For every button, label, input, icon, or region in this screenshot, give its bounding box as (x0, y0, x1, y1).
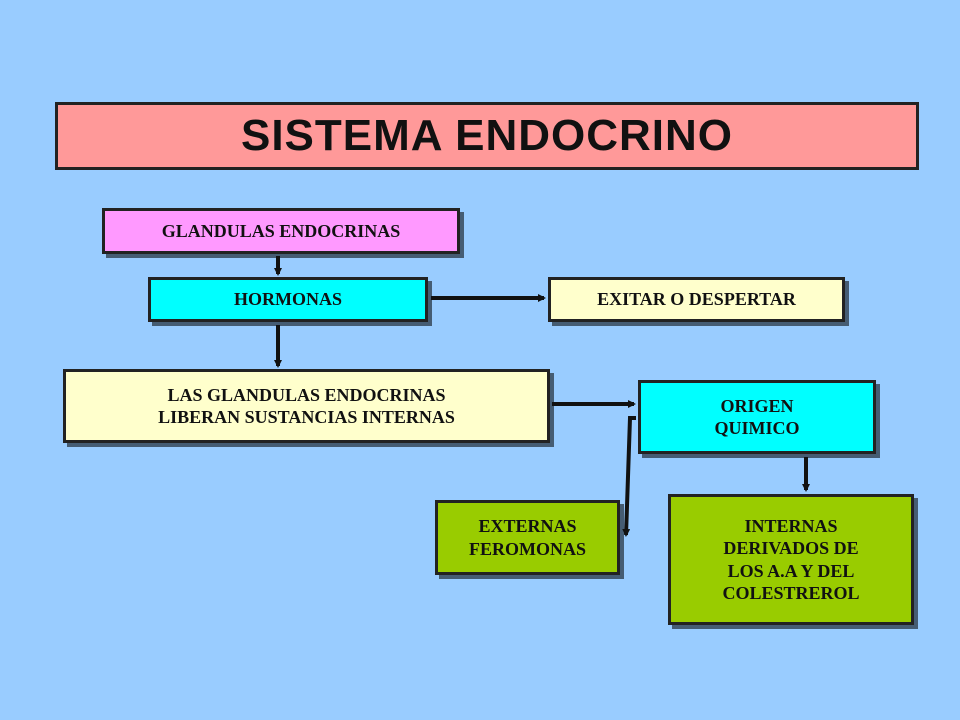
title-box: SISTEMA ENDOCRINO (55, 102, 919, 170)
node-label-line: EXTERNAS (478, 516, 577, 536)
node-label-line: INTERNAS (744, 515, 838, 536)
node-label: GLANDULAS ENDOCRINAS (161, 220, 401, 241)
node-label-line: FEROMONAS (469, 538, 586, 559)
node-liberan-sustancias: LAS GLANDULAS ENDOCRINAS LIBERAN SUSTANC… (63, 369, 550, 443)
node-label-line: ORIGEN (720, 395, 794, 416)
node-exitar-o-despertar: EXITAR O DESPERTAR (548, 277, 845, 322)
node-label-line: LAS GLANDULAS ENDOCRINAS (167, 384, 446, 405)
node-label: EXITAR O DESPERTAR (597, 289, 796, 310)
node-hormonas: HORMONAS (148, 277, 428, 322)
arrow-origen-to-externas (622, 416, 636, 537)
node-glandulas-endocrinas: GLANDULAS ENDOCRINAS (102, 208, 460, 254)
page-title: SISTEMA ENDOCRINO (240, 111, 734, 160)
node-internas-derivados: INTERNAS DERIVADOS DE LOS A.A Y DEL COLE… (668, 494, 914, 625)
node-externas-feromonas: EXTERNAS FEROMONAS (435, 500, 620, 575)
node-label-line: COLESTREROL (722, 583, 860, 603)
node-label: HORMONAS (234, 289, 342, 310)
node-origen-quimico: ORIGEN QUIMICO (638, 380, 876, 454)
node-label-line: LOS A.A Y DEL (727, 560, 855, 581)
node-label-line: LIBERAN SUSTANCIAS INTERNAS (158, 407, 455, 427)
node-label-line: QUIMICO (714, 418, 800, 438)
node-label-line: DERIVADOS DE (723, 538, 859, 558)
